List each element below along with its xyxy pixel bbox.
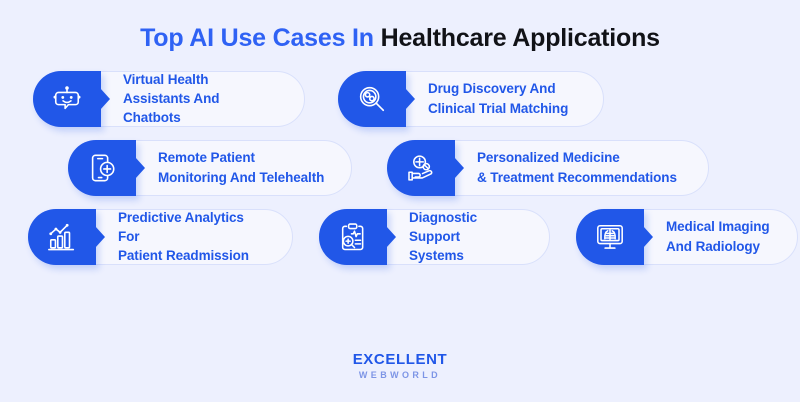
- page-title-main: Healthcare Applications: [380, 24, 660, 52]
- logo-sub-text: WEBWORLD: [358, 370, 442, 380]
- badge-diagnostic-support: [319, 208, 387, 265]
- footer-logo: EXCELLENT WEBWORLD: [0, 352, 800, 380]
- page-title: Top AI Use Cases In Healthcare Applicati…: [0, 24, 800, 53]
- hand-pill-icon: [406, 153, 436, 183]
- use-case-card-drug-discovery[interactable]: Drug Discovery And Clinical Trial Matchi…: [338, 70, 604, 127]
- use-case-label: Diagnostic Support Systems: [409, 209, 478, 264]
- badge-predictive-analytics: [28, 208, 96, 265]
- use-case-label: Personalized Medicine & Treatment Recomm…: [477, 150, 677, 185]
- badge-virtual-health-assistants: [33, 70, 101, 127]
- use-case-label: Drug Discovery And Clinical Trial Matchi…: [428, 81, 569, 116]
- mobile-health-icon: [87, 153, 117, 183]
- page-title-accent: Top AI Use Cases In: [140, 24, 381, 52]
- badge-medical-imaging: [576, 208, 644, 265]
- badge-remote-patient-monitoring: [68, 139, 136, 196]
- use-case-row-2: Remote Patient Monitoring And Telehealth: [0, 139, 800, 196]
- use-case-row-1: Virtual Health Assistants And Chatbots: [0, 70, 800, 127]
- badge-personalized-medicine: [387, 139, 455, 196]
- use-case-card-predictive-analytics[interactable]: Predictive Analytics For Patient Readmis…: [28, 208, 293, 265]
- use-case-card-personalized-medicine[interactable]: Personalized Medicine & Treatment Recomm…: [387, 139, 709, 196]
- clipboard-magnifier-icon: [338, 222, 368, 252]
- page-title-wrapper: Top AI Use Cases In Healthcare Applicati…: [0, 0, 800, 53]
- xray-monitor-icon: [595, 222, 625, 252]
- use-case-card-diagnostic-support[interactable]: Diagnostic Support Systems: [319, 208, 550, 265]
- use-case-card-remote-patient-monitoring[interactable]: Remote Patient Monitoring And Telehealth: [68, 139, 352, 196]
- use-case-label: Remote Patient Monitoring And Telehealth: [158, 150, 325, 185]
- badge-drug-discovery: [338, 70, 406, 127]
- bar-chart-trend-icon: [47, 222, 77, 252]
- logo-main-text: EXCELLENT: [352, 351, 448, 368]
- use-case-card-virtual-health-assistants[interactable]: Virtual Health Assistants And Chatbots: [33, 70, 305, 127]
- use-case-label: Virtual Health Assistants And Chatbots: [123, 71, 220, 126]
- use-case-rows: Virtual Health Assistants And Chatbots: [0, 70, 800, 265]
- use-case-label: Predictive Analytics For Patient Readmis…: [118, 209, 249, 264]
- use-case-label: Medical Imaging And Radiology: [666, 219, 770, 254]
- use-case-card-medical-imaging[interactable]: Medical Imaging And Radiology: [576, 208, 798, 265]
- molecule-magnifier-icon: [357, 84, 387, 114]
- use-case-row-3: Predictive Analytics For Patient Readmis…: [0, 208, 800, 265]
- robot-chatbot-icon: [52, 84, 82, 114]
